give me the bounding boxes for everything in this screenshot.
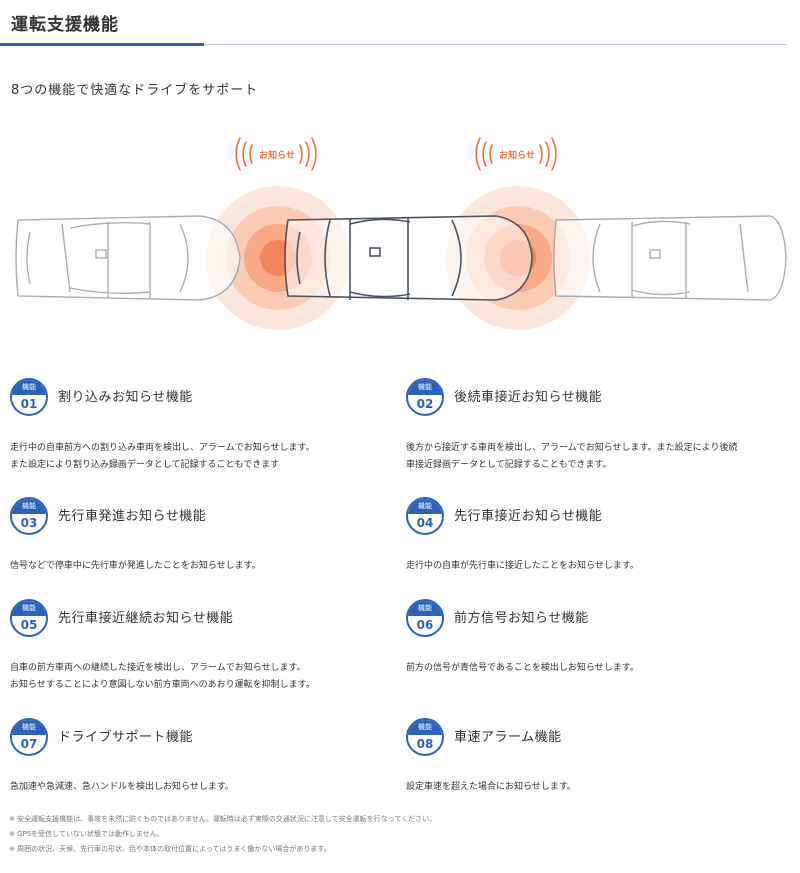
badge-number: 01 [20, 397, 38, 411]
page-header: 運転支援機能 [0, 0, 786, 46]
badge-number: 05 [20, 618, 38, 632]
feature-title: 車速アラーム機能 [454, 730, 562, 745]
feature-desc-line-2: また設定により割り込み録画データとして記録することもできます [10, 460, 280, 470]
badge-number: 04 [416, 516, 434, 530]
header-accent-bar [0, 43, 204, 46]
car-center [284, 215, 533, 301]
cars-illustration: お知らせ お知らせ [15, 137, 787, 330]
feature-title: 前方信号お知らせ機能 [454, 611, 589, 626]
driving-assist-illustration: お知らせ お知らせ [0, 120, 800, 350]
badge-label: 機能 [408, 499, 442, 514]
badge-number: 03 [20, 516, 38, 530]
badge-label: 機能 [12, 720, 46, 735]
badge-number: 08 [416, 737, 434, 751]
badge-number: 07 [20, 737, 38, 751]
feature-title: 先行車発進お知らせ機能 [58, 509, 207, 524]
badge-label: 機能 [408, 720, 442, 735]
feature-desc-line-1: 信号などで停車中に先行車が発進したことをお知らせします。 [10, 561, 261, 571]
header-divider [0, 44, 786, 45]
badge-label: 機能 [408, 601, 442, 616]
badge-number: 02 [416, 397, 434, 411]
footnotes: ※ 安全運転支援機能は、事故を未然に防ぐものではありません。運転時は必ず実際の交… [9, 812, 436, 857]
feature-badge: 機能 04 [406, 497, 444, 535]
badge-label: 機能 [12, 499, 46, 514]
feature-desc-line-1: 前方の信号が青信号であることを検出しお知らせします。 [406, 663, 639, 673]
alert-sound-right [475, 137, 557, 171]
feature-title: 後続車接近お知らせ機能 [454, 390, 603, 405]
alert-label-right: お知らせ [499, 149, 535, 161]
badge-label: 機能 [12, 380, 46, 395]
feature-title: 先行車接近継続お知らせ機能 [58, 611, 234, 626]
feature-desc-line-2: 車接近録画データとして記録することもできます。 [406, 460, 612, 470]
alert-label-left: お知らせ [259, 149, 295, 161]
badge-label: 機能 [12, 601, 46, 616]
car-left [15, 215, 241, 301]
footnote: ※ 安全運転支援機能は、事故を未然に防ぐものではありません。運転時は必ず実際の交… [9, 815, 437, 823]
feature-desc-line-1: 自車の前方車両への継続した接近を検出し、アラームでお知らせします。 [10, 663, 306, 673]
feature-title: ドライブサポート機能 [58, 730, 194, 745]
footnote: ※ GPSを受信していない状態では動作しません。 [9, 830, 164, 838]
feature-desc-line-1: 後方から接近する車両を検出し、アラームでお知らせします。また設定により後続 [406, 443, 738, 453]
feature-badge: 機能 06 [406, 599, 444, 637]
badge-number: 06 [416, 618, 434, 632]
feature-badge: 機能 01 [10, 378, 48, 416]
feature-desc-line-1: 急加速や急減速、急ハンドルを検出しお知らせします。 [10, 782, 234, 792]
feature-title: 割り込みお知らせ機能 [58, 390, 193, 405]
feature-desc-line-1: 走行中の自車前方への割り込み車両を検出し、アラームでお知らせします。 [10, 443, 315, 453]
page-title: 運転支援機能 [11, 15, 119, 35]
badge-label: 機能 [408, 380, 442, 395]
feature-badge: 機能 02 [406, 378, 444, 416]
footnote: ※ 周囲の状況、天候、先行車の形状、色や本体の取付位置によってはうまく働かない場… [9, 845, 331, 853]
feature-desc-line-1: 走行中の自車が先行車に接近したことをお知らせします。 [406, 561, 639, 571]
feature-badge: 機能 03 [10, 497, 48, 535]
feature-badge: 機能 08 [406, 718, 444, 756]
section-subtitle: 8つの機能で快適なドライブをサポート [11, 83, 259, 98]
feature-badge: 機能 07 [10, 718, 48, 756]
feature-title: 先行車接近お知らせ機能 [454, 509, 603, 524]
feature-desc-line-2: お知らせすることにより意図しない前方車両へのあおり運転を抑制します。 [10, 680, 315, 690]
feature-badge: 機能 05 [10, 599, 48, 637]
alert-sound-left [235, 137, 317, 171]
feature-desc-line-1: 設定車速を超えた場合にお知らせします。 [406, 782, 576, 792]
car-right [553, 215, 787, 301]
